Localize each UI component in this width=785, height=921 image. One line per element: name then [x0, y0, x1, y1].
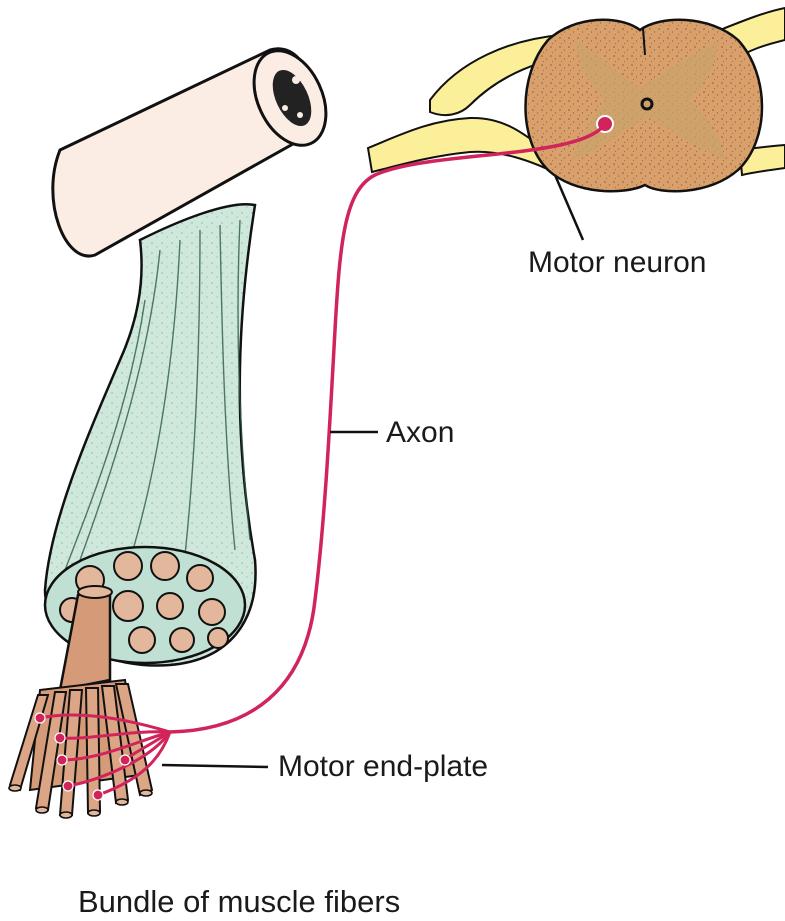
- motor-neuron-leader-line: [553, 174, 585, 241]
- muscle-fiber-bundle: [8, 585, 154, 819]
- bone: [51, 47, 328, 258]
- label-motor-end-plate: Motor end-plate: [278, 750, 489, 783]
- motor-end-plates: [34, 712, 131, 801]
- central-canal: [640, 97, 654, 111]
- label-motor-neuron: Motor neuron: [528, 246, 707, 279]
- label-axon: Axon: [386, 416, 455, 449]
- end-plate-leader-line: [161, 763, 269, 769]
- axon: [168, 122, 607, 734]
- spinal-cord: [524, 18, 764, 193]
- fascicles: [59, 551, 229, 654]
- caption-bundle-of-muscle-fibers: Bundle of muscle fibers: [78, 884, 401, 919]
- muscle-belly: [43, 203, 257, 667]
- axon-branches: [38, 713, 172, 797]
